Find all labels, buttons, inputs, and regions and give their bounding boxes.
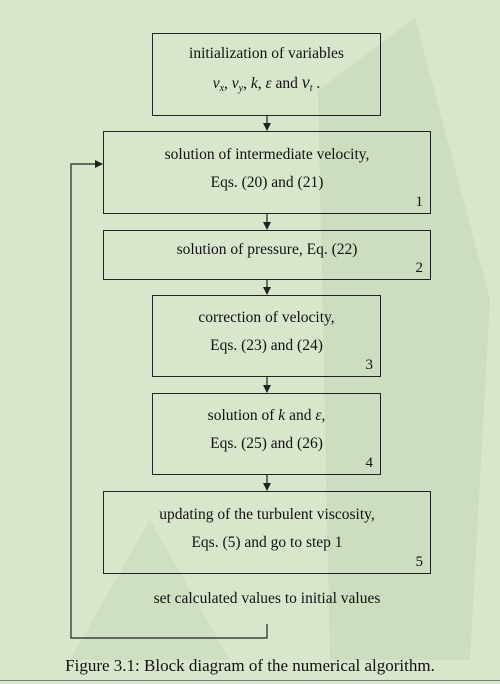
step-4-var-k: k xyxy=(278,407,286,424)
step-1-line1: solution of intermediate velocity, xyxy=(164,146,370,163)
step-2-box: solution of pressure, Eq. (22) 2 xyxy=(103,230,431,280)
var-vy-sub: y xyxy=(238,83,244,94)
step-4-and: and xyxy=(289,407,312,424)
step-5-number: 5 xyxy=(415,554,424,570)
loop-label: set calculated values to initial values xyxy=(153,590,381,607)
var-vx-base: v xyxy=(212,75,220,92)
init-line1: initialization of variables xyxy=(189,45,344,62)
step-2-line1: solution of pressure, Eq. (22) xyxy=(176,241,358,258)
step-4-number: 4 xyxy=(365,455,374,471)
step-3-box: correction of velocity, Eqs. (23) and (2… xyxy=(152,295,381,377)
step-4-box: solution of k and ε, Eqs. (25) and (26) … xyxy=(152,393,381,475)
bottom-rule xyxy=(0,680,500,681)
step-5-box: updating of the turbulent viscosity, Eqs… xyxy=(103,491,431,574)
init-end: . xyxy=(316,75,321,92)
step-2-number: 2 xyxy=(415,260,424,276)
var-nut-base: ν xyxy=(301,72,310,92)
step-5-line1: updating of the turbulent viscosity, xyxy=(159,506,375,523)
var-vy-base: v xyxy=(231,75,239,92)
step-3-number: 3 xyxy=(365,357,374,373)
step-5-line2: Eqs. (5) and go to step 1 xyxy=(191,534,343,551)
step-4-end: , xyxy=(321,407,326,424)
var-nut-sub: t xyxy=(309,83,313,94)
init-and: and xyxy=(275,75,298,92)
step-1-number: 1 xyxy=(415,194,424,210)
step-1-box: solution of intermediate velocity, Eqs. … xyxy=(103,131,431,214)
step-3-line2: Eqs. (23) and (24) xyxy=(210,337,323,354)
var-vx-sub: x xyxy=(219,83,225,94)
loop-back-line xyxy=(70,160,268,639)
figure-caption: Figure 3.1: Block diagram of the numeric… xyxy=(65,656,435,675)
step-4-var-epsilon: ε xyxy=(315,407,322,424)
init-sep2: , xyxy=(243,75,247,92)
init-variables: vx, vy, k, ε and νt . xyxy=(153,68,380,103)
init-sep1: , xyxy=(224,75,228,92)
var-epsilon: ε xyxy=(265,75,272,92)
step-3-line1: correction of velocity, xyxy=(198,309,335,326)
step-1-line2: Eqs. (20) and (21) xyxy=(210,174,324,191)
init-box: initialization of variables vx, vy, k, ε… xyxy=(152,33,381,116)
step-4-line1: solution of k and ε, xyxy=(153,402,380,430)
init-sep3: , xyxy=(257,75,262,92)
var-k: k xyxy=(250,75,258,92)
step-4-text-a: solution of xyxy=(207,407,275,424)
step-4-line2: Eqs. (25) and (26) xyxy=(210,435,323,452)
